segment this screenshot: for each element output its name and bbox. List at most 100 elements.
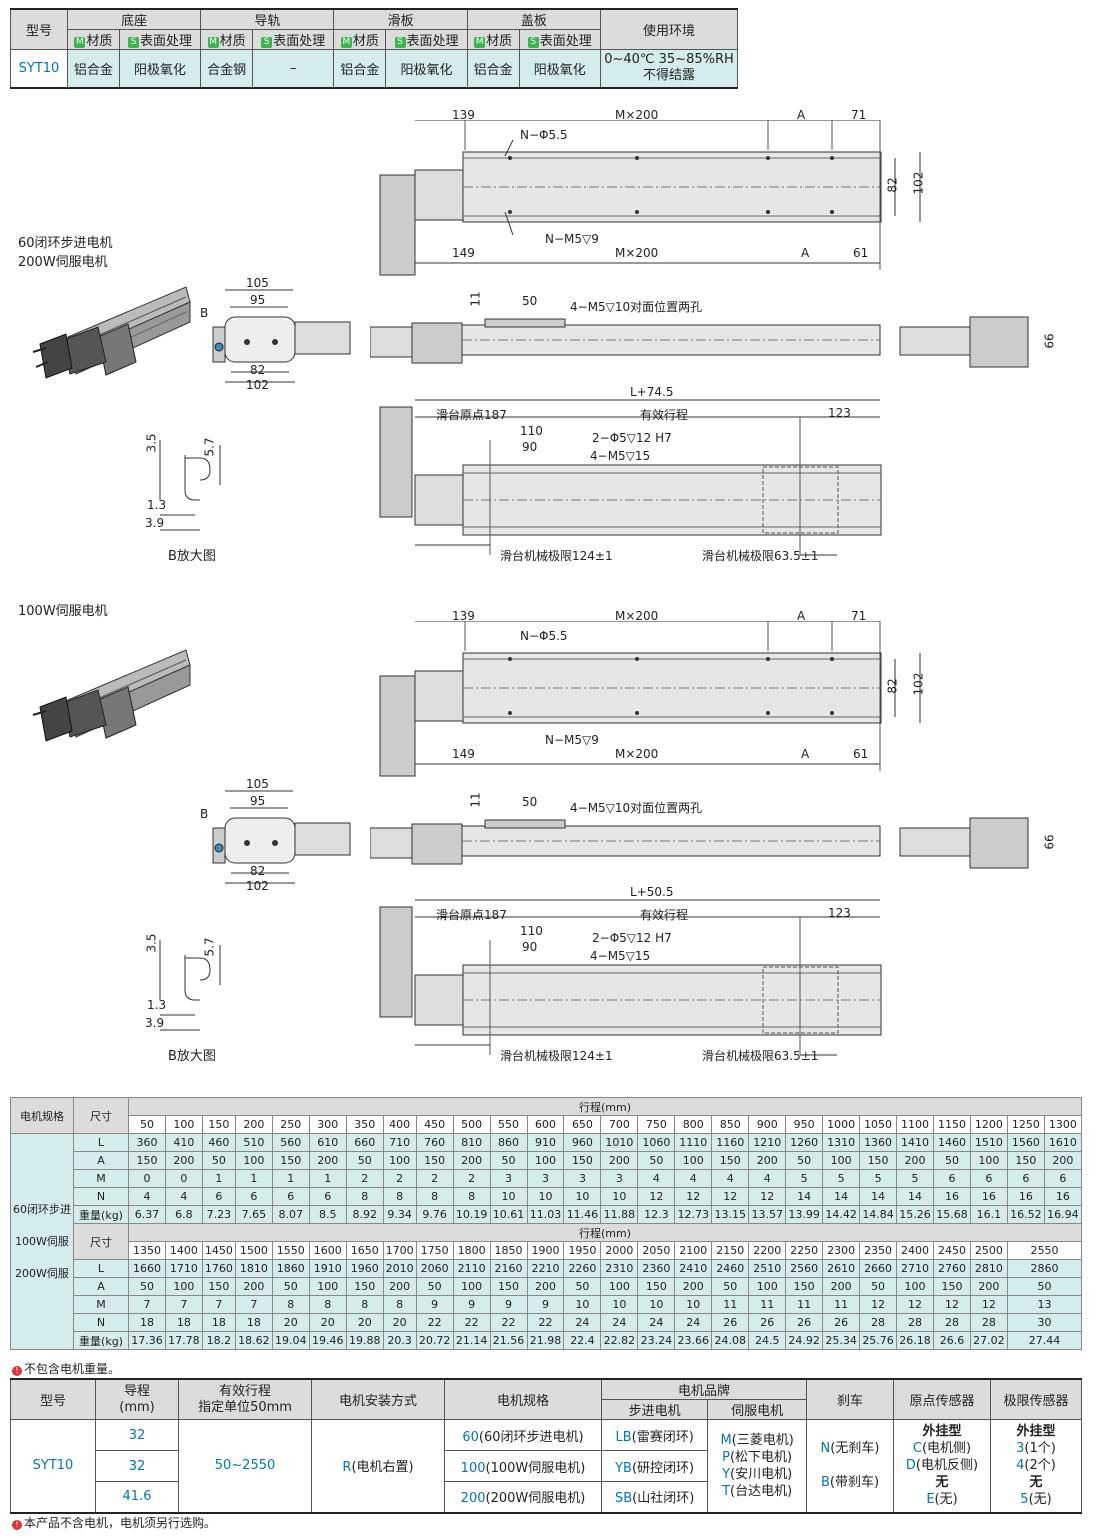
table-cell: 1460	[933, 1133, 971, 1152]
table-cell: 1260	[785, 1133, 824, 1152]
table-cell: 200	[526, 1277, 565, 1296]
section1-title-line2: 200W伺服电机	[18, 255, 108, 270]
stroke-value: 1950	[563, 1241, 602, 1260]
stroke-value: 1400	[164, 1241, 203, 1260]
table-cell: 9.34	[382, 1205, 417, 1224]
table-cell: 460	[201, 1133, 236, 1152]
dim-l-total: L+50.5	[630, 885, 674, 899]
detail-b-drawing	[159, 940, 221, 1031]
order-stepper-yb: YB(研控闭环)	[600, 1450, 709, 1482]
stroke-value: 2550	[1006, 1241, 1083, 1260]
row-label: M	[73, 1295, 129, 1314]
note-phi5: 2−Φ5▽12 H7	[592, 431, 672, 445]
table-cell: 24.5	[748, 1331, 787, 1350]
row-label: M	[73, 1169, 129, 1188]
detail-b-drawing	[159, 440, 221, 531]
stroke-value: 1850	[489, 1241, 528, 1260]
table-cell: 18.2	[201, 1331, 236, 1350]
table-cell: 2610	[822, 1259, 861, 1278]
table-cell: 21.56	[489, 1331, 528, 1350]
limit-type: 外挂型	[1016, 1424, 1056, 1440]
stroke-value: 1250	[1006, 1115, 1045, 1134]
table-cell: 150	[563, 1151, 602, 1170]
table-cell: 8	[382, 1187, 417, 1206]
table-cell: 150	[201, 1277, 236, 1296]
table-cell: 150	[345, 1277, 384, 1296]
order-origin-list: 外挂型 C(电机侧) D(电机反侧) 无 E(无)	[893, 1419, 991, 1514]
table-cell: 2360	[637, 1259, 676, 1278]
table-cell: 5	[822, 1169, 861, 1188]
table-cell: 50	[489, 1151, 528, 1170]
table-cell: 150	[859, 1151, 898, 1170]
table-cell: 560	[271, 1133, 310, 1152]
table-cell: 10	[563, 1295, 602, 1314]
table-cell: 200	[452, 1151, 491, 1170]
end-view-drawing	[212, 790, 351, 884]
origin-code: E	[926, 1492, 935, 1508]
table-cell: 24	[563, 1313, 602, 1332]
table-cell: 7	[164, 1295, 203, 1314]
m-tag-icon: M	[207, 37, 219, 48]
table-cell: 22	[526, 1313, 565, 1332]
table-cell: 16.94	[1043, 1205, 1083, 1224]
servo-text: (松下电机)	[729, 1449, 793, 1465]
section2-title: 100W伺服电机	[18, 604, 108, 619]
dim-l-total: L+74.5	[630, 385, 674, 399]
table-cell: 150	[415, 1151, 454, 1170]
row-label: N	[73, 1313, 129, 1332]
table-cell: 26.6	[933, 1331, 971, 1350]
dim-105: 105	[246, 276, 269, 290]
dim-61: 61	[853, 246, 869, 260]
table-cell: 7.23	[201, 1205, 236, 1224]
table-cell: 14	[785, 1187, 824, 1206]
table-cell: 11	[785, 1295, 824, 1314]
detail-caption: B放大图	[168, 1049, 216, 1064]
spec-env-header: 使用环境	[600, 8, 738, 50]
limit-none: 无	[1029, 1475, 1043, 1491]
dim-stroke: 有效行程	[640, 408, 689, 422]
stroke-value: 1800	[452, 1241, 491, 1260]
material-label: 材质	[86, 34, 113, 49]
stroke-value: 2450	[933, 1241, 971, 1260]
table-cell: 6	[969, 1169, 1008, 1188]
table-cell: 200	[969, 1277, 1008, 1296]
table-cell: 22	[489, 1313, 528, 1332]
stroke-unit: 指定单位50mm	[198, 1399, 292, 1415]
table-cell: 710	[382, 1133, 417, 1152]
table-cell: 2710	[896, 1259, 934, 1278]
env-line-1: 0~40℃ 35~85%RH	[604, 52, 734, 68]
bottom-view-drawing	[379, 899, 882, 1056]
surface-label: 表面处理	[140, 34, 193, 49]
stepper-code: LB	[615, 1429, 632, 1445]
table-cell: 2510	[748, 1259, 787, 1278]
spec-slider-header: 滑板	[333, 8, 468, 30]
servo-text: (台达电机)	[730, 1483, 793, 1499]
table-cell: 16	[1043, 1187, 1083, 1206]
material-label: 材质	[486, 34, 513, 49]
table-cell: 2310	[600, 1259, 639, 1278]
table-cell: 610	[308, 1133, 347, 1152]
brake-b: B(带刹车)	[809, 1466, 891, 1500]
table-cell: 50	[859, 1277, 898, 1296]
s-tag-icon: S	[527, 37, 539, 48]
order-table: 型号 导程(mm) 有效行程指定单位50mm 电机安装方式 电机规格 电机品牌 …	[10, 1378, 1082, 1514]
table-cell: 24.08	[711, 1331, 750, 1350]
dim-102: 102	[246, 879, 269, 893]
table-cell: 10	[600, 1187, 639, 1206]
dim-82: 82	[885, 678, 900, 694]
spec-code: 60	[462, 1429, 479, 1445]
spec-cover-surface: 阳极氧化	[518, 49, 602, 89]
table-cell: 1210	[748, 1133, 787, 1152]
stroke-value: 1050	[859, 1115, 898, 1134]
table-cell: 23.24	[637, 1331, 676, 1350]
spec-base-material: 铝合金	[67, 49, 120, 89]
table-cell: 10	[674, 1295, 713, 1314]
table-cell: 13.57	[748, 1205, 787, 1224]
bottom-view-drawing	[379, 399, 882, 556]
table-cell: 9.76	[415, 1205, 454, 1224]
order-mount-header: 电机安装方式	[311, 1378, 445, 1420]
table-cell: 2	[345, 1169, 384, 1188]
servo-code: T	[722, 1483, 731, 1499]
